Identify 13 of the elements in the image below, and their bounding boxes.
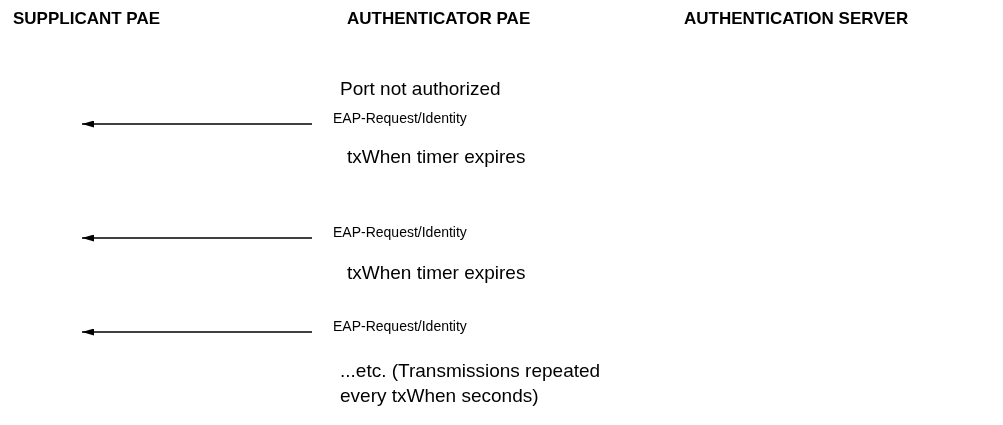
column-heading: AUTHENTICATOR PAE <box>347 8 532 30</box>
message-arrow <box>81 328 313 336</box>
message-arrow <box>81 120 313 128</box>
column-heading: SUPPLICANT PAE <box>13 8 162 30</box>
timer-note: txWhen timer expires <box>347 261 527 285</box>
message-label: EAP-Request/Identity <box>333 316 467 337</box>
message-label: EAP-Request/Identity <box>333 222 467 243</box>
state-note: Port not authorized <box>340 77 502 101</box>
column-heading: AUTHENTICATION SERVER <box>684 8 910 30</box>
message-arrow <box>81 234 313 242</box>
message-label: EAP-Request/Identity <box>333 108 467 129</box>
repeat-note: ...etc. (Transmissions repeated every txWhen seconds) <box>340 359 602 408</box>
timer-note: txWhen timer expires <box>347 145 527 169</box>
